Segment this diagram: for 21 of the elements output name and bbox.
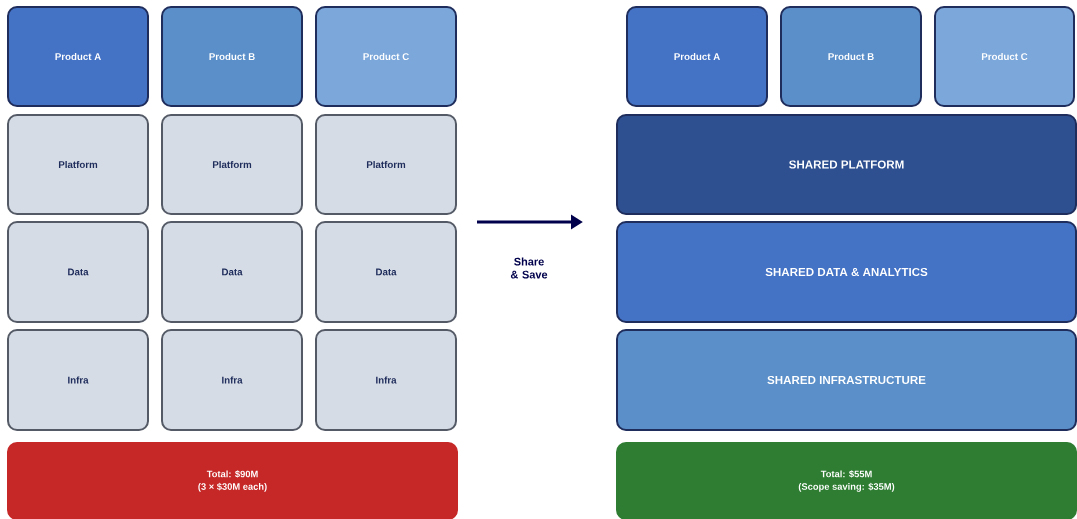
layer-box: Platform xyxy=(161,114,303,215)
shared-layer-band: SHARED INFRASTRUCTURE xyxy=(616,329,1077,431)
layer-box: Platform xyxy=(7,114,149,215)
product-box: Product C xyxy=(934,6,1075,107)
layer-box: Infra xyxy=(7,329,149,431)
layer-box: Data xyxy=(161,221,303,323)
product-box: Product C xyxy=(315,6,457,107)
layer-box: Infra xyxy=(315,329,457,431)
total-bar: Total: $90M (3 × $30M each) xyxy=(7,442,458,519)
layer-box: Platform xyxy=(315,114,457,215)
layer-box: Data xyxy=(7,221,149,323)
shared-layer-band: SHARED PLATFORM xyxy=(616,114,1077,215)
product-box: Product A xyxy=(7,6,149,107)
product-box: Product B xyxy=(161,6,303,107)
product-box: Product A xyxy=(626,6,768,107)
product-box: Product B xyxy=(780,6,922,107)
layer-box: Infra xyxy=(161,329,303,431)
arrow-label: Share & Save xyxy=(510,257,548,279)
layer-box: Data xyxy=(315,221,457,323)
shared-layer-band: SHARED DATA & ANALYTICS xyxy=(616,221,1077,323)
total-bar: Total: $55M (Scope saving: $35M) xyxy=(616,442,1077,519)
